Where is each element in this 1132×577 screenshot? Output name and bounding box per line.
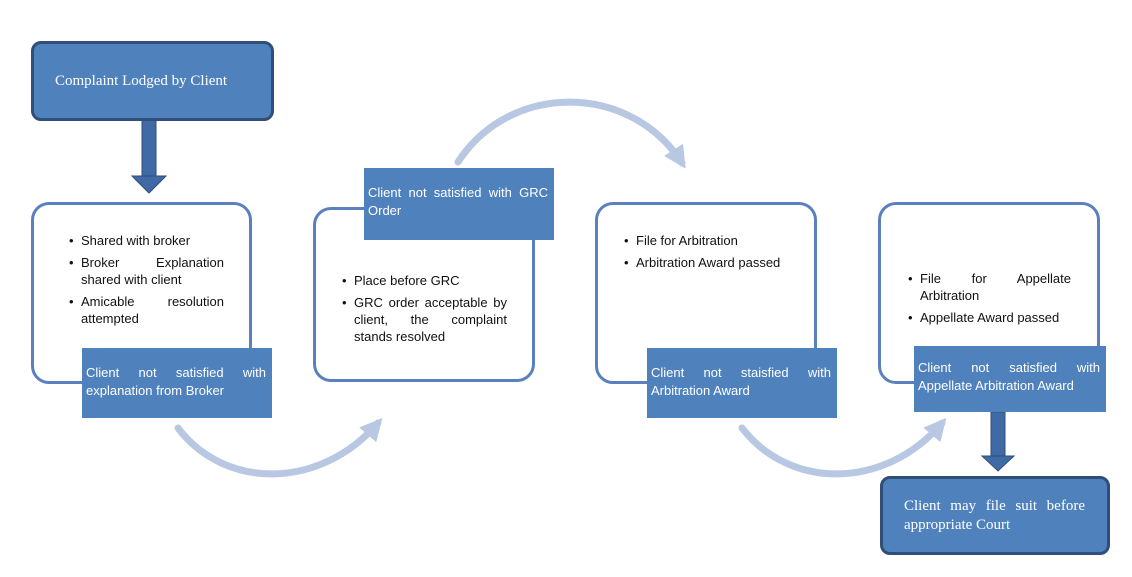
- end-box: Client may file suit before appropriate …: [880, 476, 1110, 555]
- step-2-bullets: Place before GRC GRC order acceptable by…: [342, 272, 507, 345]
- down-arrow-start: [130, 119, 168, 194]
- bullet-item: Amicable resolution attempted: [69, 293, 224, 327]
- bullet-item: Appellate Award passed: [908, 309, 1071, 326]
- step-4-bullets: File for Appellate Arbitration Appellate…: [908, 270, 1071, 326]
- tag-arbitration: Client not staisfied with Arbitration Aw…: [647, 348, 837, 418]
- bullet-item: Shared with broker: [69, 232, 224, 249]
- bullet-item: Arbitration Award passed: [624, 254, 788, 271]
- start-box: Complaint Lodged by Client: [31, 41, 274, 121]
- tag-label: Client not satisfied with GRC Order: [368, 185, 548, 218]
- tag-label: Client not satisfied with explanation fr…: [86, 365, 266, 398]
- tag-appellate: Client not satisfied with Appellate Arbi…: [914, 346, 1106, 412]
- bullet-item: File for Arbitration: [624, 232, 788, 249]
- curve-arrow-3: [738, 417, 947, 478]
- bullet-item: File for Appellate Arbitration: [908, 270, 1071, 304]
- end-label: Client may file suit before appropriate …: [904, 497, 1085, 533]
- start-label: Complaint Lodged by Client: [55, 72, 228, 89]
- curve-arrow-2: [454, 98, 686, 169]
- tag-label: Client not satisfied with Appellate Arbi…: [918, 360, 1100, 393]
- bullet-item: GRC order acceptable by client, the comp…: [342, 294, 507, 345]
- down-arrow-end: [980, 411, 1016, 472]
- curve-arrow-1: [174, 417, 383, 478]
- step-1-bullets: Shared with broker Broker Explanation sh…: [69, 232, 224, 327]
- tag-broker: Client not satisfied with explanation fr…: [82, 348, 272, 418]
- tag-label: Client not staisfied with Arbitration Aw…: [651, 365, 831, 398]
- bullet-item: Place before GRC: [342, 272, 507, 289]
- step-3-bullets: File for Arbitration Arbitration Award p…: [624, 232, 788, 271]
- bullet-item: Broker Explanation shared with client: [69, 254, 224, 288]
- tag-grc: Client not satisfied with GRC Order: [364, 168, 554, 240]
